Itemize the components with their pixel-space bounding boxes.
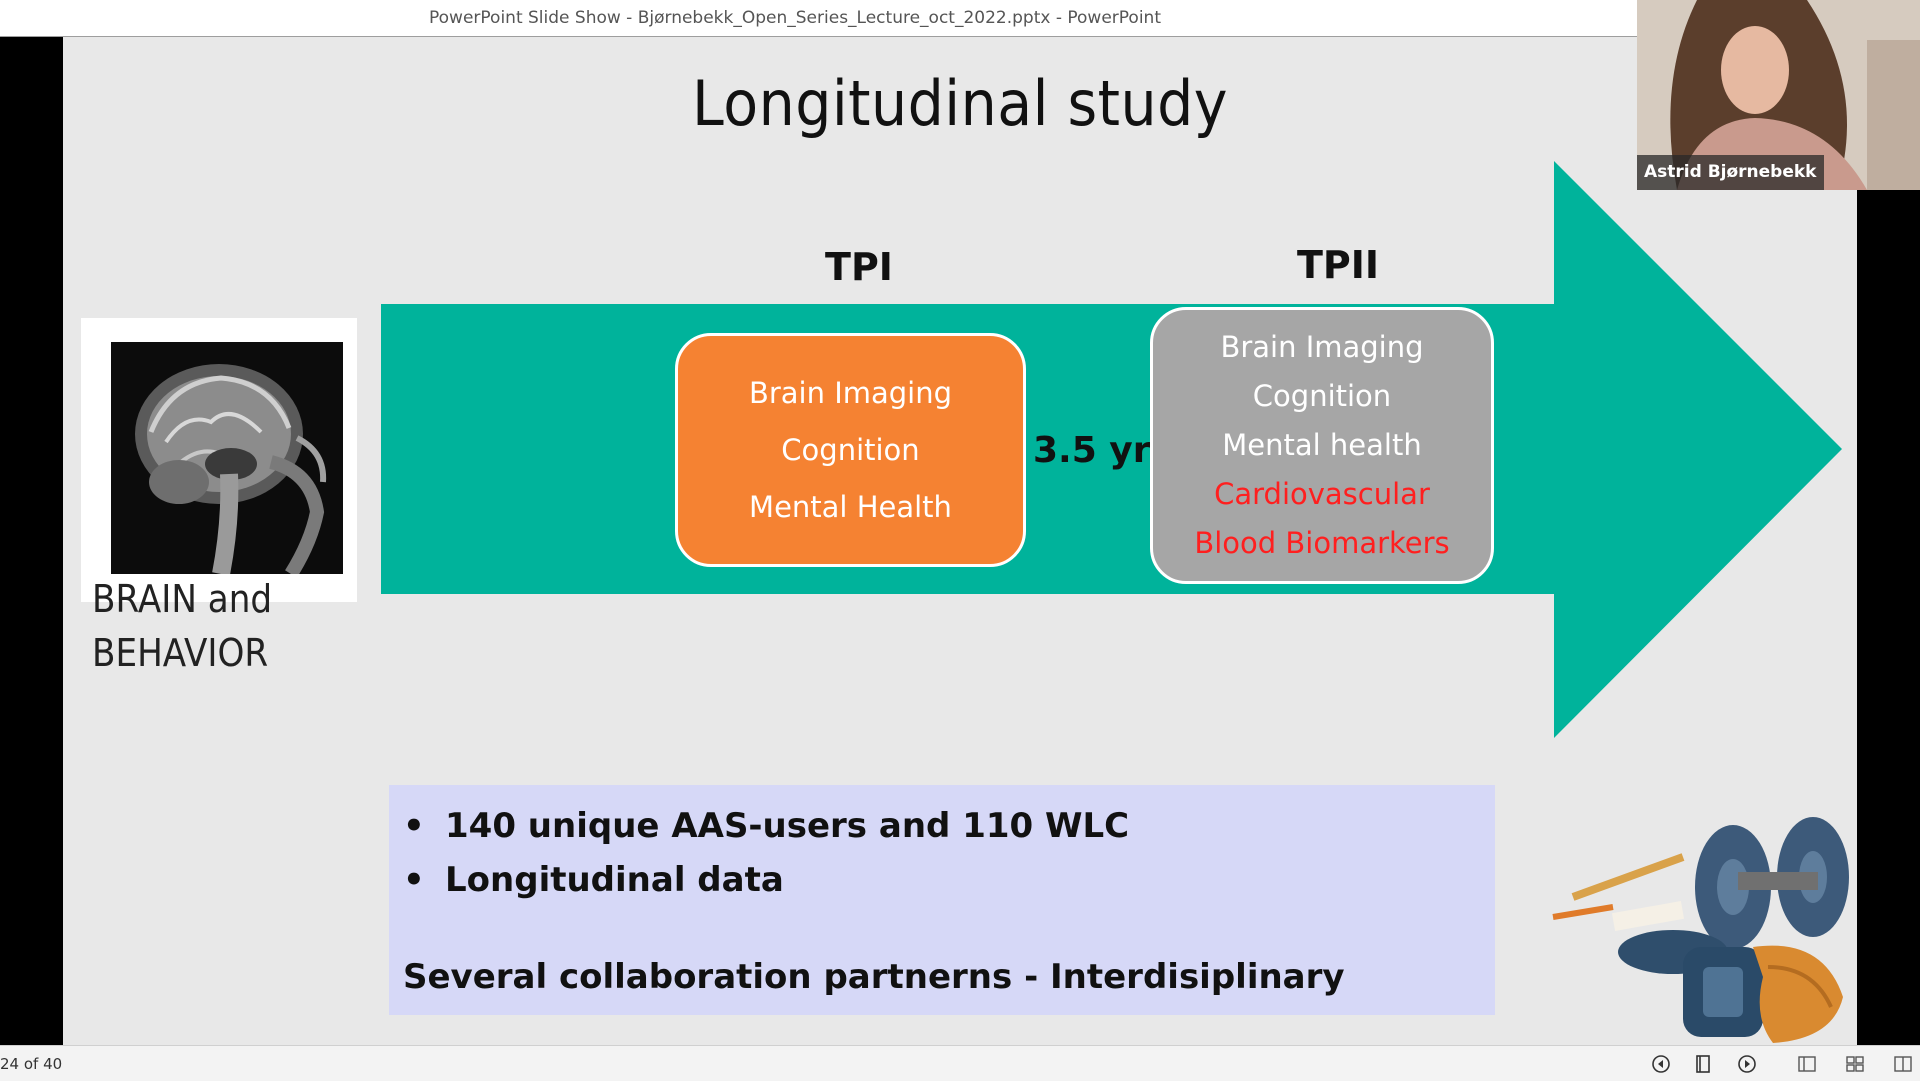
slide-canvas[interactable]: Longitudinal study TPI TPII Brain Imagin… xyxy=(63,37,1857,1045)
reading-view-icon[interactable] xyxy=(1892,1053,1914,1075)
letterbox-right xyxy=(1857,37,1920,1045)
interval-label: 3.5 yrs xyxy=(1033,430,1172,471)
timepoint-1-box: Brain Imaging Cognition Mental Health xyxy=(675,333,1026,567)
tp2-item: Brain Imaging xyxy=(1220,330,1424,364)
slideshow-statusbar: 24 of 40 xyxy=(0,1045,1920,1081)
tp2-item-new: Blood Biomarkers xyxy=(1194,526,1450,560)
timeline-arrow xyxy=(381,161,1842,738)
window-title: PowerPoint Slide Show - Bjørnebekk_Open_… xyxy=(429,8,1161,28)
bullet-item: • Longitudinal data xyxy=(403,853,1129,907)
letterbox-left xyxy=(0,37,63,1045)
previous-icon[interactable] xyxy=(1650,1053,1672,1075)
bullet-text: 140 unique AAS-users and 110 WLC xyxy=(445,806,1130,846)
bullet-item: • 140 unique AAS-users and 110 WLC xyxy=(403,799,1129,853)
bullet-icon: • xyxy=(403,860,425,900)
summary-text: Several collaboration partnerns - Interd… xyxy=(403,957,1345,997)
tp2-item: Cognition xyxy=(1252,379,1392,413)
brain-caption: BRAIN and BEHAVIOR xyxy=(92,572,272,680)
tp1-item: Brain Imaging xyxy=(748,375,953,410)
brain-mri-image xyxy=(111,342,343,574)
brain-image-frame xyxy=(81,318,357,602)
tp1-item: Cognition xyxy=(781,432,920,467)
brain-caption-line: BRAIN and xyxy=(92,577,273,621)
window-titlebar: PowerPoint Slide Show - Bjørnebekk_Open_… xyxy=(0,0,1920,37)
bullet-icon: • xyxy=(403,806,425,846)
participant-name-tag: Astrid Bjørnebekk xyxy=(1637,155,1824,190)
tp2-item-new: Cardiovascular xyxy=(1214,477,1430,511)
timepoint-1-label: TPI xyxy=(825,245,893,289)
timepoint-2-box: Brain Imaging Cognition Mental health Ca… xyxy=(1150,307,1494,584)
gym-equipment-image xyxy=(1552,817,1849,1043)
timepoint-2-label: TPII xyxy=(1296,243,1380,287)
slide-navigator-icon[interactable] xyxy=(1692,1053,1714,1075)
next-icon[interactable] xyxy=(1736,1053,1758,1075)
slide-title: Longitudinal study xyxy=(691,67,1229,140)
slide-counter: 24 of 40 xyxy=(0,1055,63,1073)
summary-box: • 140 unique AAS-users and 110 WLC • Longi… xyxy=(389,785,1495,1015)
brain-caption-line: BEHAVIOR xyxy=(92,631,269,675)
bullet-list: • 140 unique AAS-users and 110 WLC • Longi… xyxy=(403,799,1129,907)
bullet-text: Longitudinal data xyxy=(445,860,784,900)
tp2-item: Mental health xyxy=(1222,428,1422,462)
normal-view-icon[interactable] xyxy=(1796,1053,1818,1075)
tp1-item: Mental Health xyxy=(749,489,952,524)
slide-sorter-icon[interactable] xyxy=(1844,1053,1866,1075)
